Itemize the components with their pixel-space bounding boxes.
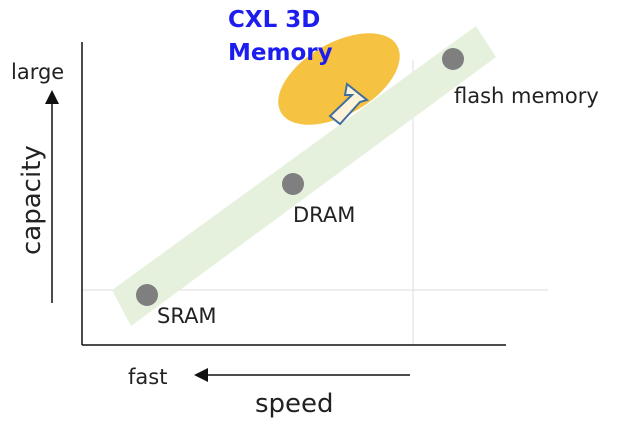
capacity-arrow-head (45, 90, 59, 104)
label-sram: SRAM (157, 304, 217, 328)
point-dram (282, 173, 304, 195)
label-dram: DRAM (293, 203, 355, 227)
cxl-highlight-blob (278, 33, 400, 125)
upgrade-arrow (328, 82, 370, 126)
x-axis-fast-label: fast (128, 365, 167, 389)
highlight-title-line2: Memory (228, 40, 333, 66)
highlight-title-line1: CXL 3D (228, 7, 320, 33)
speed-arrow-head (194, 368, 208, 382)
y-axis-high-label: large (11, 60, 64, 84)
label-flash: flash memory (454, 84, 599, 108)
point-flash (442, 48, 464, 70)
point-sram (136, 284, 158, 306)
x-axis-label: speed (255, 389, 334, 419)
trend-band (112, 26, 496, 326)
y-axis-label: capacity (17, 145, 47, 255)
